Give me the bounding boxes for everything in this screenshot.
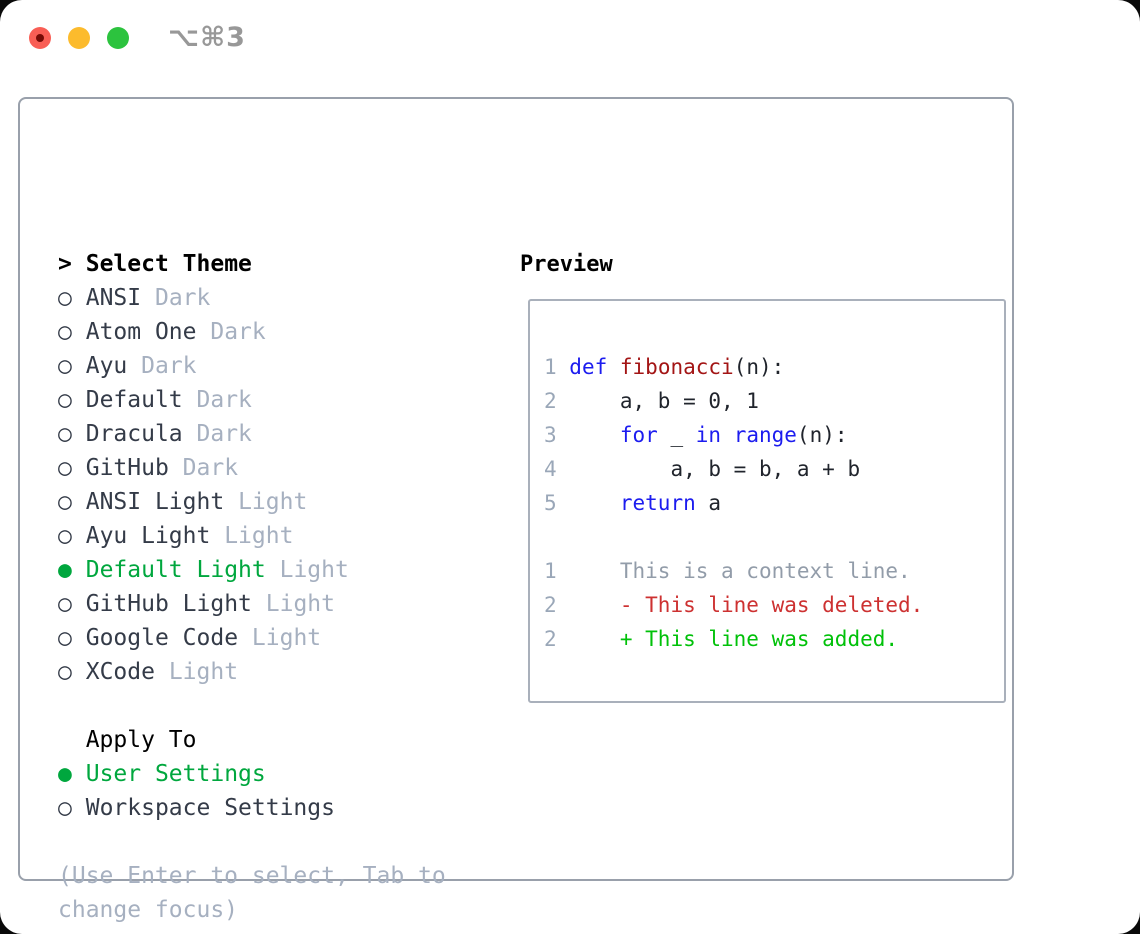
spacer xyxy=(58,689,446,723)
theme-tag: Dark xyxy=(210,319,266,345)
section-title: Select Theme xyxy=(85,251,252,277)
theme-tag: Light xyxy=(168,659,239,685)
theme-list: > Select Theme ○ ANSI Dark ○ Atom One Da… xyxy=(58,247,446,927)
theme-tag: Dark xyxy=(196,421,252,447)
radio-icon: ○ xyxy=(58,489,72,515)
code-line: 4 a, b = b, a + b xyxy=(544,457,861,481)
theme-option-ayu-dark[interactable]: ○ Ayu Dark xyxy=(58,349,446,383)
theme-tag: Light xyxy=(279,557,349,583)
radio-icon: ○ xyxy=(58,523,72,549)
close-button[interactable] xyxy=(29,27,51,49)
theme-name: Ayu Light xyxy=(85,523,211,549)
radio-icon: ○ xyxy=(58,353,72,379)
theme-option-github-dark[interactable]: ○ GitHub Dark xyxy=(58,451,446,485)
title-bar: ⌥⌘3 xyxy=(0,0,1140,76)
line-number: 3 xyxy=(544,423,557,447)
diff-context-line: 1 This is a context line. xyxy=(544,559,911,583)
theme-tag: Light xyxy=(224,523,294,549)
radio-selected-icon: ● xyxy=(58,557,72,583)
theme-tag: Light xyxy=(238,489,308,515)
apply-option-user-settings[interactable]: ● User Settings xyxy=(58,757,446,791)
select-theme-header: > Select Theme xyxy=(58,247,446,281)
spacer xyxy=(58,825,446,859)
code-line: 1 def fibonacci(n): xyxy=(544,355,785,379)
diff-deleted-line: 2 - This line was deleted. xyxy=(544,593,924,617)
radio-icon: ○ xyxy=(58,285,72,311)
hint-line-2: change focus) xyxy=(58,897,239,923)
minimize-button[interactable] xyxy=(68,27,90,49)
theme-name: ANSI Light xyxy=(85,489,225,515)
theme-option-default-dark[interactable]: ○ Default Dark xyxy=(58,383,446,417)
theme-tag: Light xyxy=(265,591,335,617)
theme-name: ANSI xyxy=(85,285,142,311)
theme-option-ayu-light[interactable]: ○ Ayu Light Light xyxy=(58,519,446,553)
theme-option-ansi-dark[interactable]: ○ ANSI Dark xyxy=(58,281,446,315)
radio-selected-icon: ● xyxy=(58,761,72,787)
apply-option-label: Workspace Settings xyxy=(85,795,335,821)
line-number: 1 xyxy=(544,355,570,379)
theme-name: Dracula xyxy=(85,421,183,447)
theme-name: Google Code xyxy=(85,625,239,651)
apply-to-header: Apply To xyxy=(58,723,446,757)
line-number: 1 xyxy=(544,559,557,583)
theme-option-ansi-light[interactable]: ○ ANSI Light Light xyxy=(58,485,446,519)
theme-name: XCode xyxy=(85,659,155,685)
theme-tag: Dark xyxy=(196,387,252,413)
theme-option-atom-one-dark[interactable]: ○ Atom One Dark xyxy=(58,315,446,349)
theme-name: GitHub Light xyxy=(85,591,252,617)
radio-icon: ○ xyxy=(58,625,72,651)
prompt-icon: > xyxy=(58,251,72,277)
window-title: ⌥⌘3 xyxy=(168,22,246,53)
preview-title: Preview xyxy=(520,252,613,277)
theme-tag: Dark xyxy=(182,455,239,481)
code-preview: 1 def fibonacci(n): 2 a, b = 0, 1 3 for … xyxy=(530,301,1004,656)
preview-pane: 1 def fibonacci(n): 2 a, b = 0, 1 3 for … xyxy=(528,299,1006,703)
theme-name: Default xyxy=(85,387,183,413)
theme-tag: Dark xyxy=(154,285,211,311)
line-number: 2 xyxy=(544,627,557,651)
apply-option-workspace-settings[interactable]: ○ Workspace Settings xyxy=(58,791,446,825)
line-number: 2 xyxy=(544,389,557,413)
radio-icon: ○ xyxy=(58,591,72,617)
theme-option-dracula-dark[interactable]: ○ Dracula Dark xyxy=(58,417,446,451)
close-dot-icon xyxy=(36,34,44,42)
theme-picker-panel: > Select Theme ○ ANSI Dark ○ Atom One Da… xyxy=(18,97,1014,923)
section-title: Apply To xyxy=(85,727,197,753)
theme-name: GitHub xyxy=(85,455,169,481)
radio-icon: ○ xyxy=(58,455,72,481)
code-line: 3 for _ in range(n): xyxy=(544,423,848,447)
code-line: 2 a, b = 0, 1 xyxy=(544,389,759,413)
theme-option-default-light[interactable]: ● Default Light Light xyxy=(58,553,446,587)
apply-option-label: User Settings xyxy=(85,761,266,787)
radio-icon: ○ xyxy=(58,659,72,685)
theme-tag: Dark xyxy=(141,353,197,379)
theme-option-xcode-light[interactable]: ○ XCode Light xyxy=(58,655,446,689)
radio-icon: ○ xyxy=(58,795,72,821)
radio-icon: ○ xyxy=(58,319,72,345)
spacer xyxy=(544,520,996,554)
theme-name: Default Light xyxy=(85,557,266,583)
theme-name: Ayu xyxy=(85,353,128,379)
zoom-button[interactable] xyxy=(107,27,129,49)
hint-line-1: (Use Enter to select, Tab to xyxy=(58,863,446,889)
radio-icon: ○ xyxy=(58,421,72,447)
diff-added-line: 2 + This line was added. xyxy=(544,627,899,651)
line-number: 2 xyxy=(544,593,557,617)
code-line: 5 return a xyxy=(544,491,722,515)
theme-name: Atom One xyxy=(85,319,197,345)
line-number: 5 xyxy=(544,491,557,515)
theme-tag: Light xyxy=(251,625,322,651)
line-number: 4 xyxy=(544,457,557,481)
theme-option-google-code-light[interactable]: ○ Google Code Light xyxy=(58,621,446,655)
theme-option-github-light[interactable]: ○ GitHub Light Light xyxy=(58,587,446,621)
radio-icon: ○ xyxy=(58,387,72,413)
